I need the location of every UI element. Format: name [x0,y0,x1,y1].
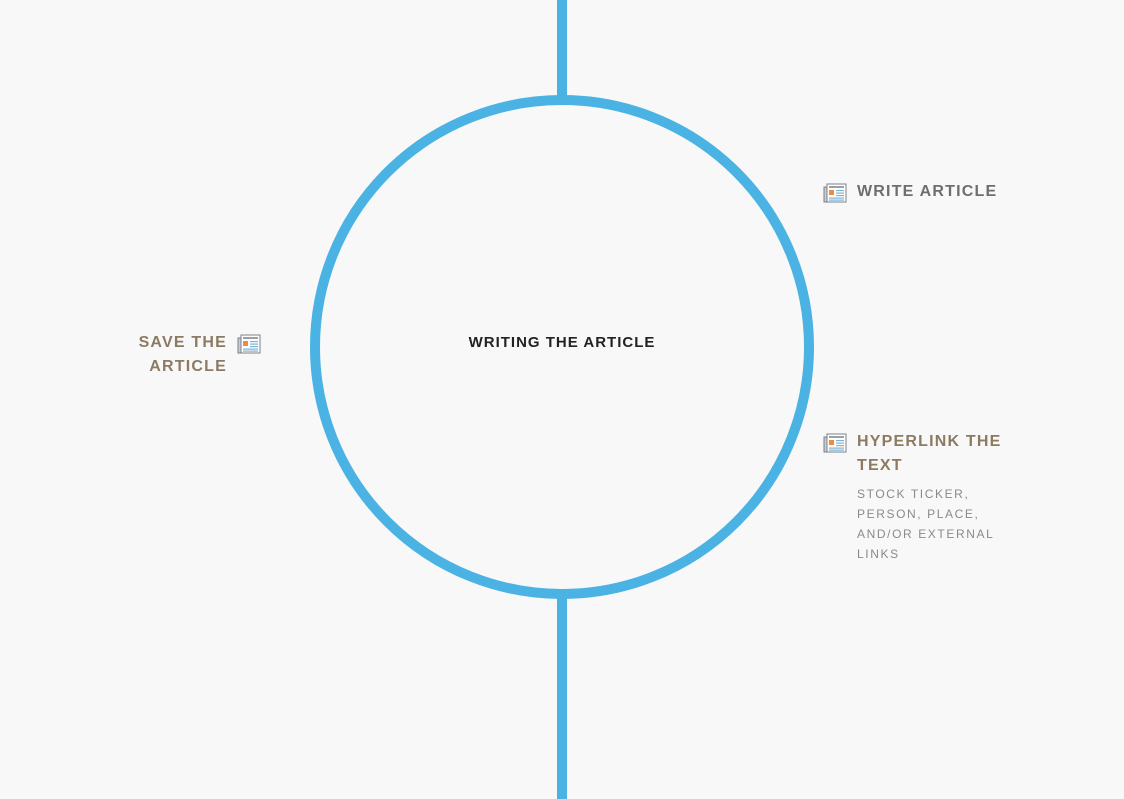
newspaper-icon [823,433,847,453]
timeline-line-top [557,0,567,100]
step-hyperlink-text: HYPERLINK THE TEXT [857,433,1002,474]
newspaper-icon [237,334,261,354]
center-circle [310,95,814,599]
timeline-line-bottom [557,594,567,799]
step-hyperlink-description: STOCK TICKER, PERSON, PLACE, AND/OR EXTE… [857,487,994,561]
center-label: WRITING THE ARTICLE [468,334,656,351]
newspaper-icon [823,183,847,203]
step-write-article: WRITE ARTICLE [857,183,998,200]
step-save-article: SAVE THE ARTICLE [138,334,227,375]
